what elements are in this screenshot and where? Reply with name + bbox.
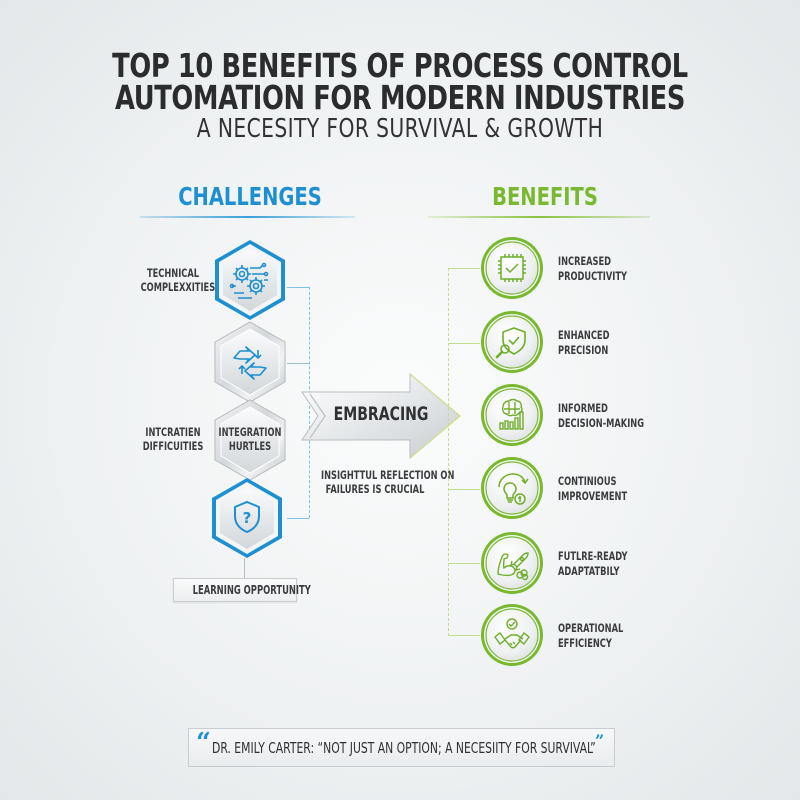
challenge-label-technical: TECHNICAL COMPLEXXITIES bbox=[140, 266, 216, 294]
cpu-check-icon bbox=[498, 254, 526, 282]
gears-circuit-icon bbox=[229, 262, 269, 299]
learning-opportunity-label: LEARNING OPPORTUNITY bbox=[192, 583, 311, 597]
benefit-connector-1 bbox=[448, 268, 480, 269]
benefit-circle-improvement bbox=[479, 455, 545, 521]
benefit-label-improvement: CONTINIOUS IMPROVEMENT bbox=[558, 474, 628, 503]
shield-question-icon: ? bbox=[234, 500, 260, 534]
handshake-check-icon bbox=[494, 618, 530, 649]
challenges-heading: CHALLENGES bbox=[178, 182, 322, 211]
svg-text:?: ? bbox=[243, 509, 252, 527]
benefit-circle-adaptability bbox=[479, 530, 545, 596]
connector-h-4 bbox=[287, 518, 309, 519]
quote-text: DR. EMILY CARTER: “NOT JUST AN OPTION; A… bbox=[212, 739, 596, 757]
subtitle: A NECESITY FOR SURVIVAL & GROWTH bbox=[196, 114, 604, 144]
benefit-circle-precision bbox=[479, 309, 545, 375]
reflection-text: INSIGHTTUL REFLECTION ON FAILURES IS CRU… bbox=[321, 468, 455, 496]
quote-box bbox=[188, 728, 615, 767]
benefit-label-productivity: INCREASED PRODUCTIVITY bbox=[558, 254, 628, 283]
challenge-hex-shield: ? bbox=[209, 476, 285, 560]
benefit-connector-4 bbox=[448, 489, 480, 490]
connector-h-2 bbox=[287, 363, 309, 364]
benefits-connector-line bbox=[448, 268, 449, 636]
benefit-circle-efficiency bbox=[479, 602, 545, 668]
challenge-hex-integration: INTEGRATION HURTLES bbox=[212, 398, 288, 482]
learning-opportunity-box: LEARNING OPPORTUNITY bbox=[173, 578, 311, 602]
connector-h-1 bbox=[287, 287, 309, 288]
benefit-circle-productivity bbox=[479, 235, 545, 301]
learning-connector bbox=[244, 558, 245, 578]
exchange-arrows-icon bbox=[233, 346, 267, 380]
quote-open-icon: “ bbox=[196, 728, 211, 758]
shield-magnifier-icon bbox=[495, 327, 526, 359]
embracing-arrow bbox=[298, 372, 464, 460]
benefit-label-precision: ENHANCED PRECISION bbox=[558, 328, 610, 357]
benefit-circle-decision bbox=[479, 382, 545, 448]
challenge-hex-exchange bbox=[212, 320, 288, 404]
challenge-label-integration: INTCRATIEN DIFFICUITIES bbox=[142, 425, 204, 453]
benefit-label-decision: INFORMED DECISION-MAKING bbox=[558, 401, 645, 430]
title-line-2: AUTOMATION FOR MODERN INDUSTRIES bbox=[114, 78, 686, 117]
quote-close-icon: ” bbox=[595, 731, 605, 750]
challenge-hex-technical bbox=[212, 238, 288, 322]
lightbulb-cycle-icon bbox=[498, 473, 529, 505]
embracing-label: EMBRACING bbox=[333, 403, 429, 425]
benefits-heading: BENEFITS bbox=[492, 182, 598, 211]
brain-chart-icon bbox=[499, 398, 524, 430]
benefits-underline bbox=[428, 216, 650, 218]
benefit-connector-6 bbox=[448, 635, 480, 636]
benefit-connector-2 bbox=[448, 343, 480, 344]
benefit-label-efficiency: OPERATIONAL EFFICIENCY bbox=[558, 621, 624, 650]
integration-hurdles-label: INTEGRATION HURTLES bbox=[218, 425, 282, 453]
benefit-connector-5 bbox=[448, 563, 480, 564]
muscle-rocket-icon bbox=[497, 552, 529, 581]
challenges-underline bbox=[140, 216, 355, 218]
benefit-label-adaptability: FUTLRE-READY ADAPTATBILY bbox=[558, 549, 628, 578]
title-line-1: TOP 10 BENEFITS OF PROCESS CONTROL bbox=[112, 46, 688, 85]
